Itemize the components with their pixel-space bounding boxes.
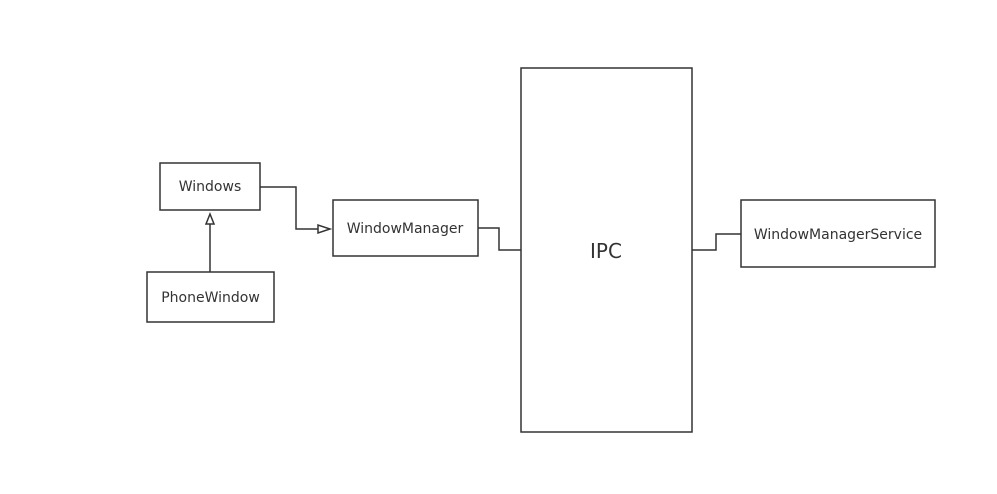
node-phone-window-label: PhoneWindow <box>161 290 260 306</box>
node-window-manager-label: WindowManager <box>347 221 464 237</box>
hollow-triangle-arrowhead-icon <box>204 211 216 225</box>
edge-phone-window-to-windows <box>204 211 216 272</box>
node-phone-window[interactable]: PhoneWindow <box>146 271 275 323</box>
edge-line <box>478 227 521 251</box>
node-window-manager-box <box>332 199 479 257</box>
node-window-manager-service[interactable]: WindowManagerService <box>740 199 936 268</box>
edge-line <box>260 186 318 230</box>
edge-windows-to-window-manager <box>260 186 333 235</box>
node-windows-label: Windows <box>179 179 242 195</box>
node-window-manager-service-label: WindowManagerService <box>754 227 922 243</box>
node-ipc-box <box>520 67 693 433</box>
edge-window-manager-to-ipc <box>478 227 521 251</box>
node-window-manager[interactable]: WindowManager <box>332 199 479 257</box>
node-phone-window-box <box>146 271 275 323</box>
node-windows[interactable]: Windows <box>159 162 261 211</box>
node-windows-box <box>159 162 261 211</box>
node-ipc[interactable]: IPC <box>520 67 693 433</box>
edge-ipc-to-window-manager-service <box>692 233 741 251</box>
hollow-triangle-arrowhead-icon <box>317 223 333 235</box>
node-ipc-label: IPC <box>590 239 622 263</box>
node-window-manager-service-box <box>740 199 936 268</box>
edge-line <box>692 233 741 251</box>
